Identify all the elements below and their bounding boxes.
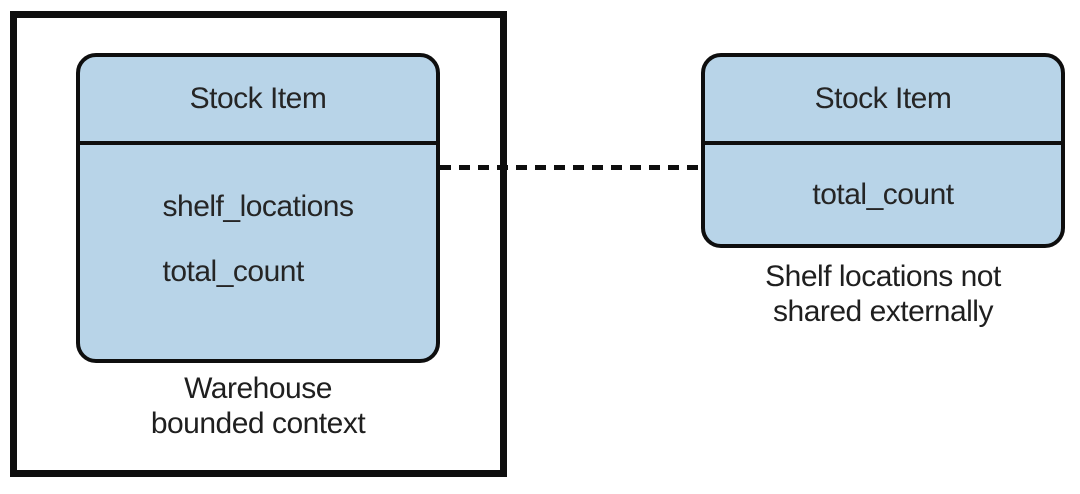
entity-title: Stock Item	[814, 82, 952, 115]
caption-line: bounded context	[150, 407, 366, 440]
caption-line: shared externally	[773, 295, 993, 328]
warehouse-context-caption: Warehouse bounded context	[76, 371, 440, 441]
attribute-list: total_count	[812, 177, 954, 212]
entity-attribute: shelf_locations	[162, 190, 354, 223]
entity-title-bar: Stock Item	[705, 57, 1061, 145]
attribute-list: shelf_locations total_count	[163, 190, 354, 289]
entity-attribute: total_count	[812, 177, 954, 211]
external-stock-item-entity: Stock Item total_count	[701, 53, 1065, 248]
external-entity-caption: Shelf locations not shared externally	[701, 259, 1065, 329]
entity-attributes-section: shelf_locations total_count	[80, 145, 436, 289]
entity-attributes-section: total_count	[705, 145, 1061, 244]
caption-line: Shelf locations not	[765, 260, 1001, 293]
caption-line: Warehouse	[184, 372, 332, 405]
entity-title-bar: Stock Item	[80, 57, 436, 145]
entity-title: Stock Item	[189, 82, 327, 115]
bounded-context-border	[10, 11, 507, 477]
dashed-connector-line	[440, 165, 703, 170]
warehouse-stock-item-entity: Stock Item shelf_locations total_count	[76, 53, 440, 363]
entity-attribute: total_count	[162, 255, 305, 288]
